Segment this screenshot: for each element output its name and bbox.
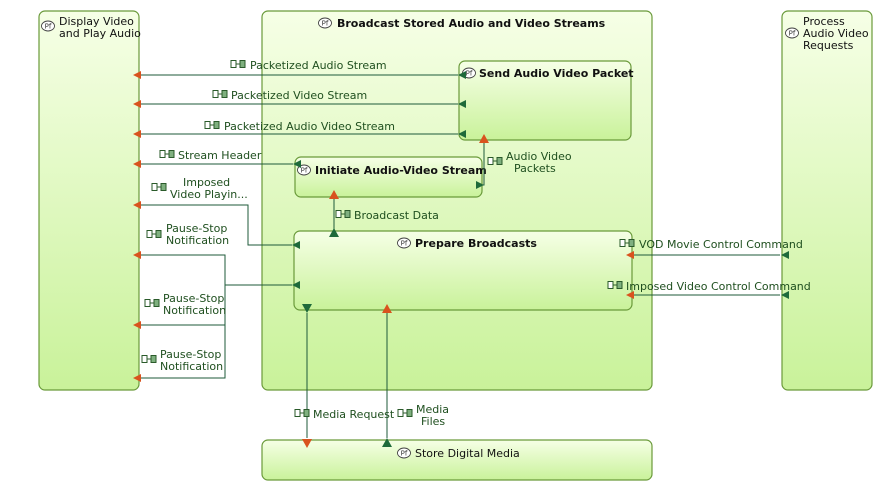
port-out-icon — [458, 71, 466, 79]
port-in-icon — [133, 71, 141, 79]
flow-item-icon — [159, 150, 175, 158]
flow-label: Pause-Stop — [160, 348, 221, 361]
block-title: Send Audio Video Packet — [479, 67, 634, 80]
flow-label: Packetized Video Stream — [231, 89, 367, 102]
function-icon — [785, 27, 799, 39]
flow-label: Pause-Stop — [166, 222, 227, 235]
port-in-icon — [302, 439, 312, 448]
flow-label: Imposed Video Control Command — [626, 280, 811, 293]
flow-label: Notification — [163, 304, 226, 317]
port-in-icon — [626, 291, 634, 299]
port-out-icon — [781, 291, 789, 299]
flow-label: Stream Header — [178, 149, 262, 162]
flow-label: Media — [416, 403, 449, 416]
port-out-icon — [476, 181, 484, 189]
block-send-packet[interactable]: Send Audio Video Packet — [458, 60, 634, 141]
port-in-icon — [626, 251, 634, 259]
block-initiate-stream[interactable]: Initiate Audio-Video Stream — [294, 156, 487, 198]
line-pause-stop-1 — [141, 254, 292, 286]
block-title-line: Audio Video — [803, 27, 869, 40]
flow-label: Notification — [166, 234, 229, 247]
port-in-icon — [133, 374, 141, 382]
port-out-icon — [293, 160, 301, 168]
flow-label: Notification — [160, 360, 223, 373]
flow-item-icon — [204, 121, 220, 129]
flow-label: Media Request — [313, 408, 395, 421]
line-pause-stop-3 — [141, 325, 226, 379]
flow-labels: Packetized Audio Stream Packetized Video… — [141, 59, 811, 428]
function-icon — [318, 17, 332, 29]
function-icon — [397, 447, 411, 459]
flow-item-icon — [294, 409, 310, 417]
port-out-icon — [458, 100, 466, 108]
port-in-icon — [479, 134, 489, 143]
block-title: Prepare Broadcasts — [415, 237, 537, 250]
flow-item-icon — [141, 355, 157, 363]
flow-item-icon — [144, 299, 160, 307]
port-out-icon — [302, 304, 312, 313]
flow-label: Files — [421, 415, 445, 428]
line-imposed-playing — [141, 204, 292, 246]
flow-label: VOD Movie Control Command — [639, 238, 803, 251]
port-out-icon — [329, 228, 339, 237]
ports — [133, 71, 789, 448]
block-title-line: and Play Audio — [59, 27, 141, 40]
block-title-line: Display Video — [59, 15, 134, 28]
port-in-icon — [133, 100, 141, 108]
port-in-icon — [382, 304, 392, 313]
port-out-icon — [458, 130, 466, 138]
port-in-icon — [133, 201, 141, 209]
port-out-icon — [781, 251, 789, 259]
block-store-media[interactable]: Store Digital Media — [261, 439, 653, 481]
flow-label: Packetized Audio Stream — [250, 59, 387, 72]
block-display-video[interactable]: Display Video and Play Audio — [38, 10, 141, 391]
flow-label: Imposed — [183, 176, 230, 189]
block-process-requests[interactable]: Process Audio Video Requests — [781, 10, 873, 391]
port-in-icon — [133, 321, 141, 329]
function-icon — [397, 237, 411, 249]
flow-item-icon — [212, 90, 228, 98]
port-in-icon — [329, 190, 339, 199]
port-out-icon — [292, 281, 300, 289]
block-title-line: Requests — [803, 39, 854, 52]
port-out-icon — [292, 241, 300, 249]
flow-item-icon — [146, 230, 162, 238]
flow-label: Packets — [514, 162, 556, 175]
port-in-icon — [133, 160, 141, 168]
flow-item-icon — [151, 183, 167, 191]
flow-item-icon — [397, 409, 413, 417]
flow-label: Pause-Stop — [163, 292, 224, 305]
function-icon — [41, 20, 55, 32]
flow-item-icon — [230, 60, 246, 68]
flow-label: Audio Video — [506, 150, 572, 163]
port-in-icon — [133, 130, 141, 138]
block-title: Store Digital Media — [415, 447, 520, 460]
port-in-icon — [133, 251, 141, 259]
block-title-line: Process — [803, 15, 845, 28]
port-out-icon — [382, 438, 392, 447]
block-prepare-broadcasts[interactable]: Prepare Broadcasts — [293, 230, 633, 311]
block-title: Initiate Audio-Video Stream — [315, 164, 487, 177]
flow-label: Broadcast Data — [354, 209, 439, 222]
flow-label: Packetized Audio Video Stream — [224, 120, 395, 133]
block-title: Broadcast Stored Audio and Video Streams — [337, 17, 606, 30]
flow-label: Video Playin... — [170, 188, 248, 201]
